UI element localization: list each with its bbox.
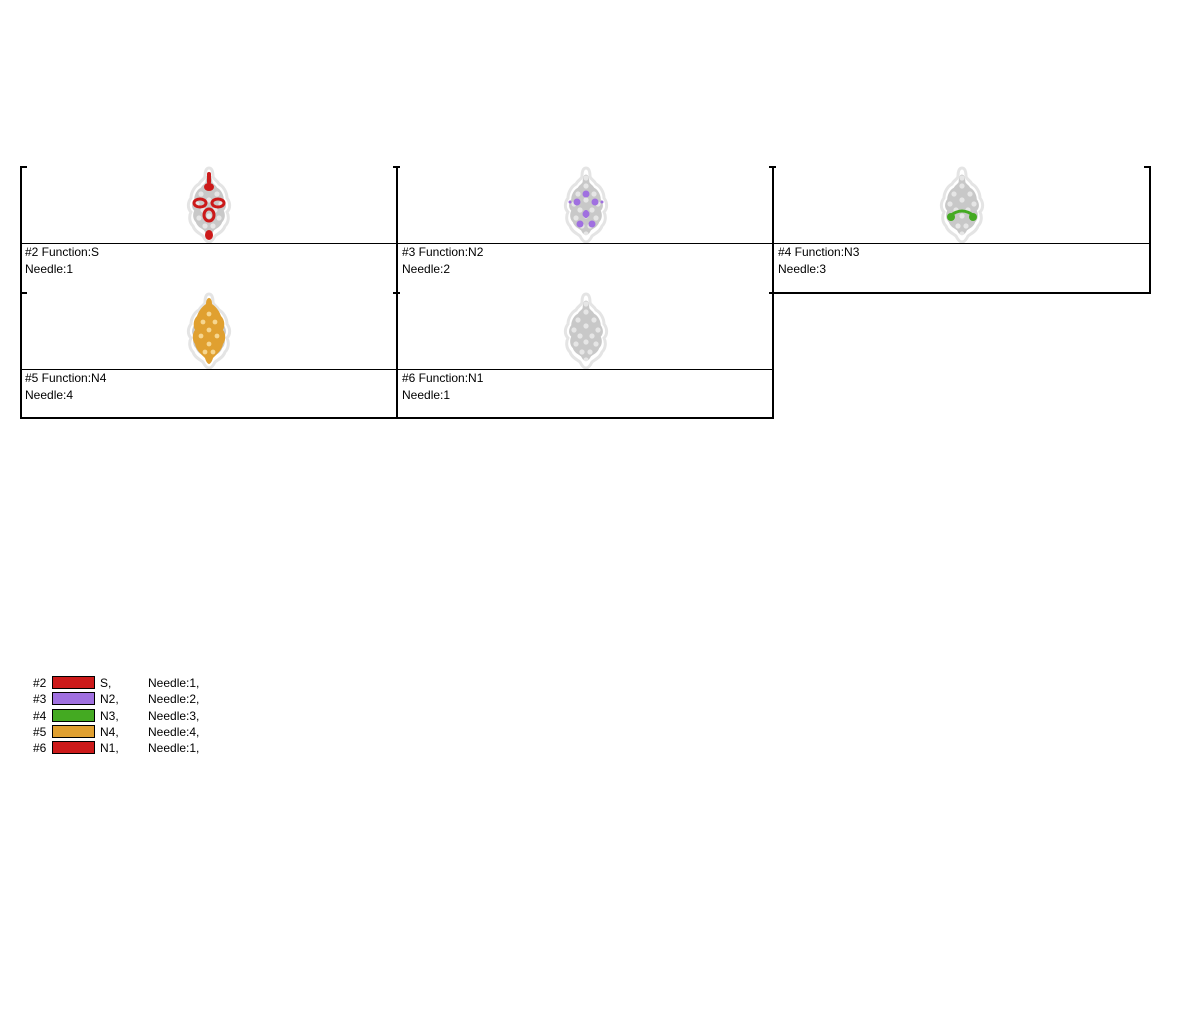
tile-divider: [398, 369, 774, 370]
embroidery-preview: [21, 292, 397, 369]
embroidery-motif-icon: [939, 166, 985, 243]
embroidery-preview: [398, 166, 774, 243]
embroidery-preview: [398, 292, 774, 369]
color-tile-4[interactable]: #4 Function:N3 Needle:3: [774, 166, 1150, 292]
tile-needle-label: Needle:4: [25, 388, 74, 402]
color-tile-3[interactable]: #3 Function:N2 Needle:2: [398, 166, 774, 292]
embroidery-motif-icon: [563, 166, 609, 243]
tile-divider: [398, 243, 774, 244]
legend-needle: Needle:4,: [148, 724, 200, 739]
tile-divider: [21, 243, 397, 244]
color-swatch: [52, 692, 95, 706]
tile-needle-label: Needle:3: [778, 262, 827, 276]
legend-number: #3: [33, 692, 47, 707]
tile-needle-label: Needle:1: [402, 388, 451, 402]
color-tile-5[interactable]: #5 Function:N4 Needle:4: [21, 292, 397, 418]
legend-needle: Needle:1,: [148, 741, 200, 756]
embroidery-motif-icon: [563, 292, 609, 369]
tile-function-label: #4 Function:N3: [778, 245, 860, 259]
tile-function-label: #3 Function:N2: [402, 245, 484, 259]
color-swatch: [52, 724, 95, 738]
frame-line-row2-bottom: [20, 417, 774, 419]
embroidery-motif-icon: [186, 292, 232, 369]
legend-function: N3,: [100, 708, 119, 723]
legend-number: #4: [33, 708, 47, 723]
frame-line-right: [1149, 166, 1151, 294]
legend-function: N4,: [100, 724, 119, 739]
color-swatch: [52, 676, 95, 689]
legend-number: #2: [33, 676, 47, 690]
legend-number: #6: [33, 741, 47, 756]
legend-function: N1,: [100, 741, 119, 756]
color-tile-6[interactable]: #6 Function:N1 Needle:1: [398, 292, 774, 418]
frame-tick: [393, 292, 400, 294]
frame-tick: [20, 292, 27, 294]
frame-tick: [769, 292, 776, 294]
tile-function-label: #6 Function:N1: [402, 371, 484, 385]
frame-tick: [1144, 166, 1151, 168]
legend-needle: Needle:2,: [148, 692, 200, 707]
color-swatch: [52, 741, 95, 755]
color-swatch: [52, 708, 95, 722]
tile-needle-label: Needle:1: [25, 262, 74, 276]
legend-needle: Needle:1,: [148, 676, 200, 690]
legend-function: S,: [100, 676, 112, 690]
legend-function: N2,: [100, 692, 119, 707]
legend-number: #5: [33, 724, 47, 739]
legend-needle: Needle:3,: [148, 708, 200, 723]
frame-tick: [769, 166, 776, 168]
frame-tick: [20, 166, 27, 168]
tile-function-label: #2 Function:S: [25, 245, 100, 259]
tile-function-label: #5 Function:N4: [25, 371, 107, 385]
frame-tick: [393, 166, 400, 168]
tile-needle-label: Needle:2: [402, 262, 451, 276]
embroidery-preview: [774, 166, 1150, 243]
embroidery-motif-icon: [186, 166, 232, 243]
color-tile-2[interactable]: #2 Function:S Needle:1: [21, 166, 397, 292]
embroidery-preview: [21, 166, 397, 243]
tile-divider: [21, 369, 397, 370]
frame-line-row1-bottom: [774, 292, 1151, 294]
tile-divider: [774, 243, 1150, 244]
